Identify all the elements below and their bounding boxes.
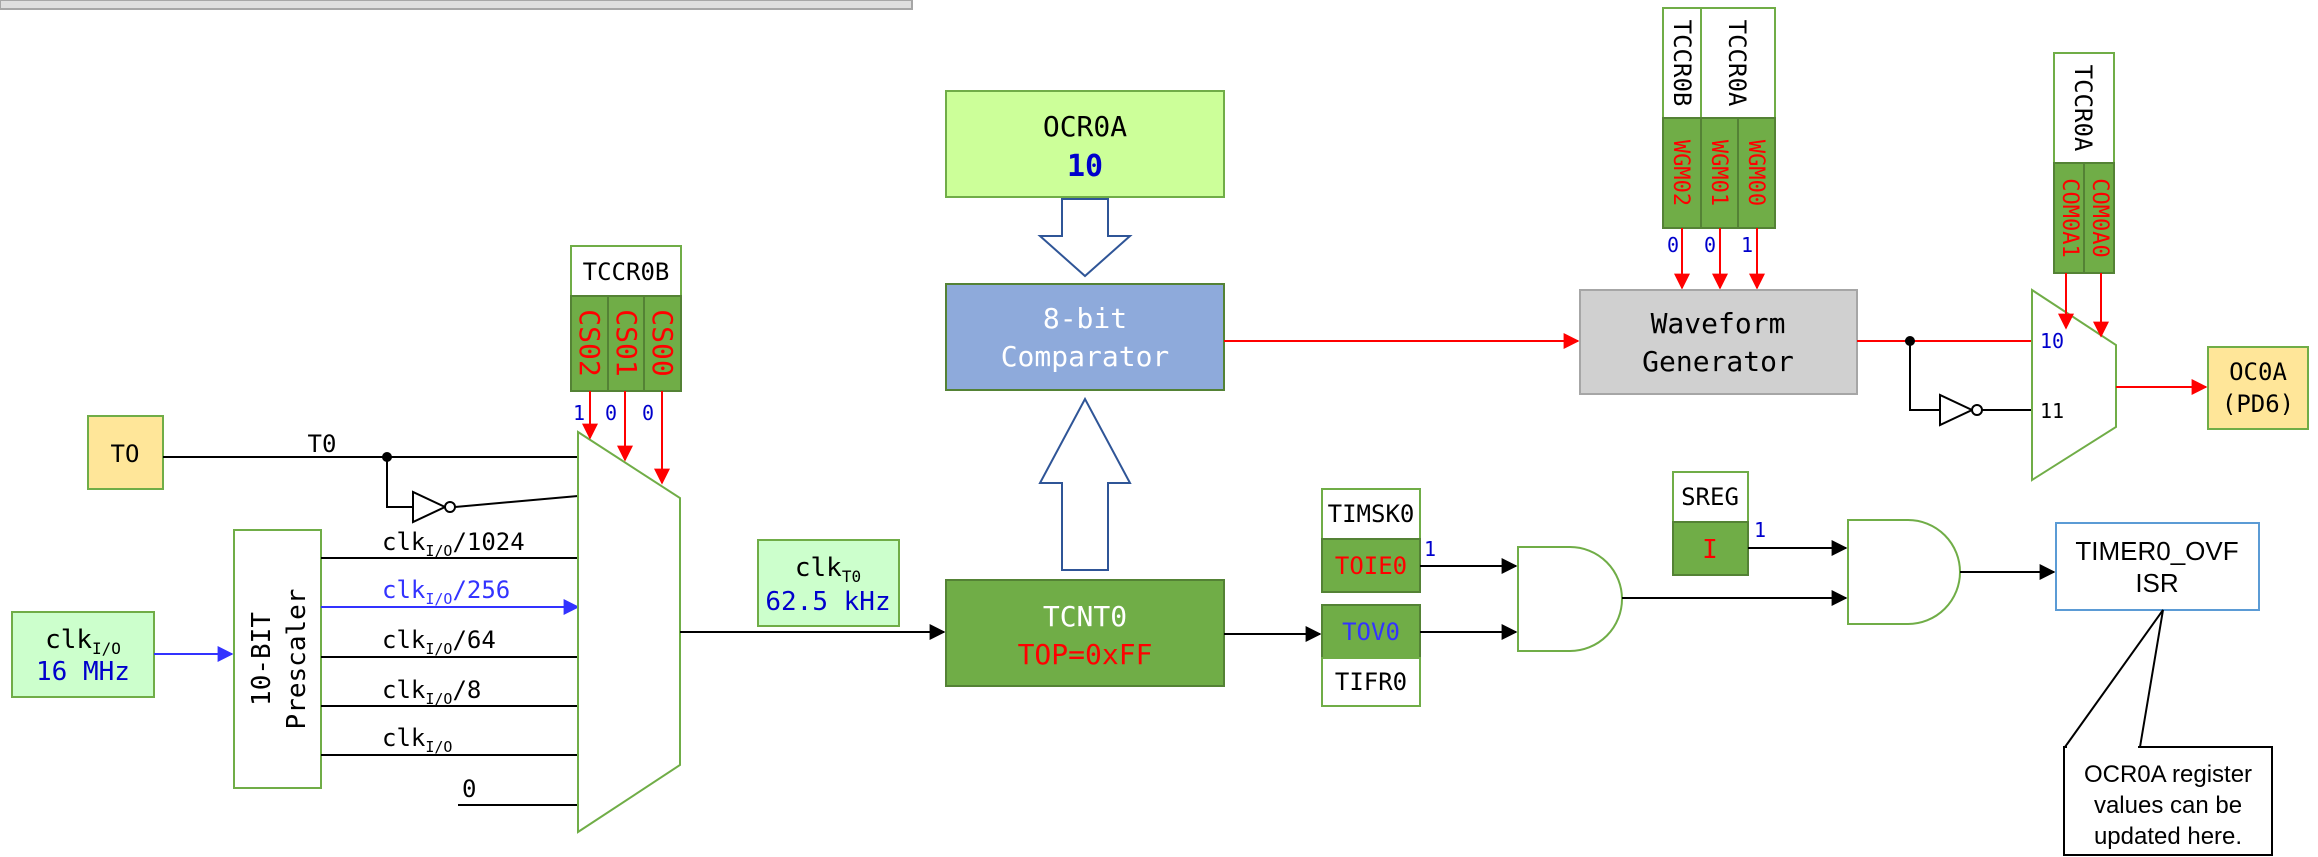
svg-text:Generator: Generator [1642,345,1794,378]
svg-text:0: 0 [642,401,654,425]
svg-text:0: 0 [1704,233,1716,257]
tcnt0-top: TOP=0xFF [1018,638,1153,671]
prescaler-output-1024: clkI/O/1024 [321,528,578,560]
tcnt0-to-comparator-arrow [1038,396,1132,571]
clk-t0-box: clkT0 62.5 kHz [757,539,900,627]
svg-text:0: 0 [1667,233,1679,257]
svg-text:1: 1 [573,401,585,425]
tov0-bit: TOV0 [1342,618,1400,646]
and-gate-2 [1847,519,1961,625]
and-gate-1 [1517,546,1623,652]
svg-text:TCNT0: TCNT0 [1043,600,1127,633]
top-bar [0,0,913,10]
svg-text:clkI/O/8: clkI/O/8 [382,676,481,708]
svg-text:TCCR0B: TCCR0B [583,258,670,286]
note-callout: OCR0A register values can be updated her… [2063,609,2273,856]
svg-text:clkI/O/64: clkI/O/64 [382,626,496,658]
com0a0-bit: COM0A0 [2087,178,2112,257]
svg-text:TIFR0: TIFR0 [1335,668,1407,696]
ocr0a-to-comparator-arrow [1037,198,1133,278]
svg-text:TIMER0_OVF: TIMER0_OVF [2075,536,2238,566]
t0-inverter [412,490,456,524]
prescaler-output-direct: clkI/O [321,724,578,756]
wgm02-bit: WGM02 [1668,140,1693,206]
svg-text:Prescaler: Prescaler [282,589,312,730]
prescaler-output-8: clkI/O/8 [321,676,578,708]
svg-text:clkI/O: clkI/O [382,724,452,756]
clock-select-mux [577,430,681,834]
clk-io-source: clkI/O 16 MHz [11,611,155,698]
svg-text:ISR: ISR [2135,568,2178,598]
svg-text:TCCR0A: TCCR0A [1723,20,1751,107]
clk-t0-frequency: 62.5 kHz [765,587,890,617]
toie0-bit: TOIE0 [1335,552,1407,580]
svg-text:OC0A: OC0A [2229,358,2287,386]
mux-input-11: 11 [2040,399,2064,423]
svg-text:TO: TO [111,440,140,468]
oc0a-pin: OC0A (PD6) [2207,346,2309,430]
tifr0-register: TOV0 TIFR0 [1321,604,1421,707]
i-bit: I [1702,535,1718,565]
svg-text:0: 0 [605,401,617,425]
svg-text:1: 1 [1424,537,1436,561]
mux-input-10: 10 [2040,329,2064,353]
svg-text:1: 1 [1754,518,1766,542]
svg-text:clkI/O: clkI/O [45,625,121,658]
prescaler-output-zero: 0 [458,775,578,806]
sreg-register: SREG I [1672,471,1749,576]
waveform-generator: Waveform Generator [1579,289,1858,395]
prescaler: 10-BIT Prescaler [233,529,322,789]
svg-text:Waveform: Waveform [1651,307,1786,340]
output-mux [2031,288,2117,482]
svg-text:updated here.: updated here. [2094,823,2242,850]
comparator: 8-bit Comparator [945,283,1225,391]
svg-text:OCR0A register: OCR0A register [2084,761,2252,788]
cs00-bit: CS00 [646,309,679,376]
timsk0-register: TIMSK0 TOIE0 [1321,488,1421,593]
svg-text:clkT0: clkT0 [795,553,861,586]
ocr0a-register: OCR0A 10 [945,90,1225,198]
prescaler-output-64: clkI/O/64 [321,626,578,658]
svg-text:8-bit: 8-bit [1043,302,1127,335]
wgm-registers: TCCR0B TCCR0A WGM02 WGM01 WGM00 [1662,7,1776,229]
svg-text:OCR0A: OCR0A [1043,110,1127,143]
svg-text:0: 0 [462,775,476,803]
wgm00-bit: WGM00 [1743,140,1768,206]
cs02-bit: CS02 [573,309,606,376]
svg-text:clkI/O/256: clkI/O/256 [382,576,510,608]
svg-text:TCCR0B: TCCR0B [1668,20,1696,107]
tcnt0-counter: TCNT0 TOP=0xFF [945,579,1225,687]
svg-text:TIMSK0: TIMSK0 [1328,500,1415,528]
cs01-bit: CS01 [610,309,643,376]
svg-text:TCCR0A: TCCR0A [2069,65,2097,152]
timer0-ovf-isr: TIMER0_OVF ISR [2055,522,2260,611]
t0-pin: TO [87,415,164,490]
svg-text:clkI/O/1024: clkI/O/1024 [382,528,525,560]
svg-text:SREG: SREG [1681,483,1739,511]
svg-text:values can be: values can be [2094,792,2242,819]
prescaler-output-256: clkI/O/256 [321,576,580,615]
svg-text:10-BIT: 10-BIT [247,612,277,706]
svg-text:Comparator: Comparator [1001,340,1170,373]
com0a1-bit: COM0A1 [2057,178,2082,257]
tccr0b-cs-register: TCCR0B CS02 CS01 CS00 [570,245,682,392]
svg-text:1: 1 [1741,233,1753,257]
ocr0a-value: 10 [1067,149,1103,184]
clk-io-frequency: 16 MHz [36,657,130,687]
output-inverter [1939,393,1983,427]
svg-text:(PD6): (PD6) [2222,390,2294,418]
t0-wire-label: T0 [308,430,337,458]
com-register: TCCR0A COM0A1 COM0A0 [2053,52,2115,274]
wgm01-bit: WGM01 [1706,140,1731,206]
